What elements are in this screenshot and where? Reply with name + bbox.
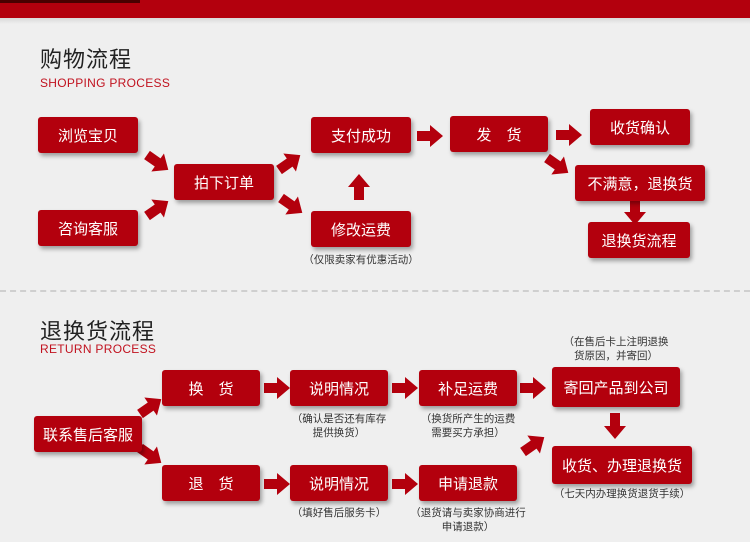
shopping-subtitle: SHOPPING PROCESS: [40, 76, 171, 90]
step-modify-fee: 修改运费: [311, 211, 411, 247]
step-contact-service: 联系售后客服: [34, 416, 142, 452]
step-apply-refund: 申请退款: [419, 465, 517, 501]
arrow-exchange-to-explain: [264, 377, 290, 399]
arrow-pay-to-ship: [417, 125, 443, 147]
arrow-refund-to-explain: [264, 473, 290, 495]
arrow-ship-to-confirm: [556, 124, 582, 146]
note-topup-fee-line2: 需要买方承担）: [431, 427, 505, 439]
return-title: 退换货流程: [40, 320, 156, 345]
top-banner-shadow: [0, 18, 750, 24]
note-topup-fee-line1: （换货所产生的运费: [420, 413, 516, 425]
step-ship: 发 货: [450, 116, 548, 152]
note-explain-exchange: （确认是否还有库存 提供换货）: [280, 412, 398, 440]
arrow-explain-to-apply: [392, 473, 418, 495]
step-consult: 咨询客服: [38, 210, 138, 246]
arrow-ship-to-unsatisfied: [540, 148, 575, 182]
arrow-modify-to-pay: [348, 174, 370, 200]
section-divider: [0, 290, 750, 292]
arrow-topup-to-sendback: [520, 377, 546, 399]
step-browse: 浏览宝贝: [38, 117, 138, 153]
top-banner: [0, 0, 750, 18]
arrow-order-to-pay: [272, 146, 307, 180]
step-pay: 支付成功: [311, 117, 411, 153]
return-subtitle: RETURN PROCESS: [40, 342, 157, 356]
step-return-flow: 退换货流程: [588, 222, 690, 258]
step-send-back: 寄回产品到公司: [552, 367, 680, 407]
note-apply-refund-line1: （退货请与卖家协商进行: [410, 507, 526, 519]
step-exchange: 换 货: [162, 370, 260, 406]
step-explain-refund: 说明情况: [290, 465, 388, 501]
note-modify-fee: （仅限卖家有优惠活动）: [303, 254, 419, 266]
step-confirm: 收货确认: [590, 109, 690, 145]
arrow-browse-to-order: [140, 145, 175, 179]
arrow-sendback-to-receive: [604, 413, 626, 439]
step-receive: 收货、办理退换货: [552, 446, 692, 484]
arrow-consult-to-order: [140, 192, 175, 226]
step-topup-fee: 补足运费: [419, 370, 517, 406]
note-apply-refund: （退货请与卖家协商进行 申请退款）: [402, 506, 534, 534]
top-banner-accent: [0, 0, 140, 3]
step-refund: 退 货: [162, 465, 260, 501]
note-explain-exchange-line1: （确认是否还有库存: [291, 413, 387, 425]
step-explain-exchange: 说明情况: [290, 370, 388, 406]
note-explain-refund: （填好售后服务卡）: [291, 507, 387, 519]
note-send-back-line1: （在售后卡上注明退换: [563, 336, 669, 348]
step-order: 拍下订单: [174, 164, 274, 200]
arrow-order-to-modify: [274, 188, 309, 222]
note-send-back: （在售后卡上注明退换 货原因，并寄回）: [551, 335, 681, 363]
shopping-title: 购物流程: [40, 48, 133, 73]
note-receive: （七天内办理换货退货手续）: [553, 488, 691, 500]
note-topup-fee: （换货所产生的运费 需要买方承担）: [410, 412, 526, 440]
note-apply-refund-line2: 申请退款）: [441, 521, 495, 533]
step-unsatisfied: 不满意，退换货: [575, 165, 705, 201]
note-send-back-line2: 货原因，并寄回）: [574, 350, 658, 362]
arrow-explain-to-topup: [392, 377, 418, 399]
note-explain-exchange-line2: 提供换货）: [312, 427, 366, 439]
